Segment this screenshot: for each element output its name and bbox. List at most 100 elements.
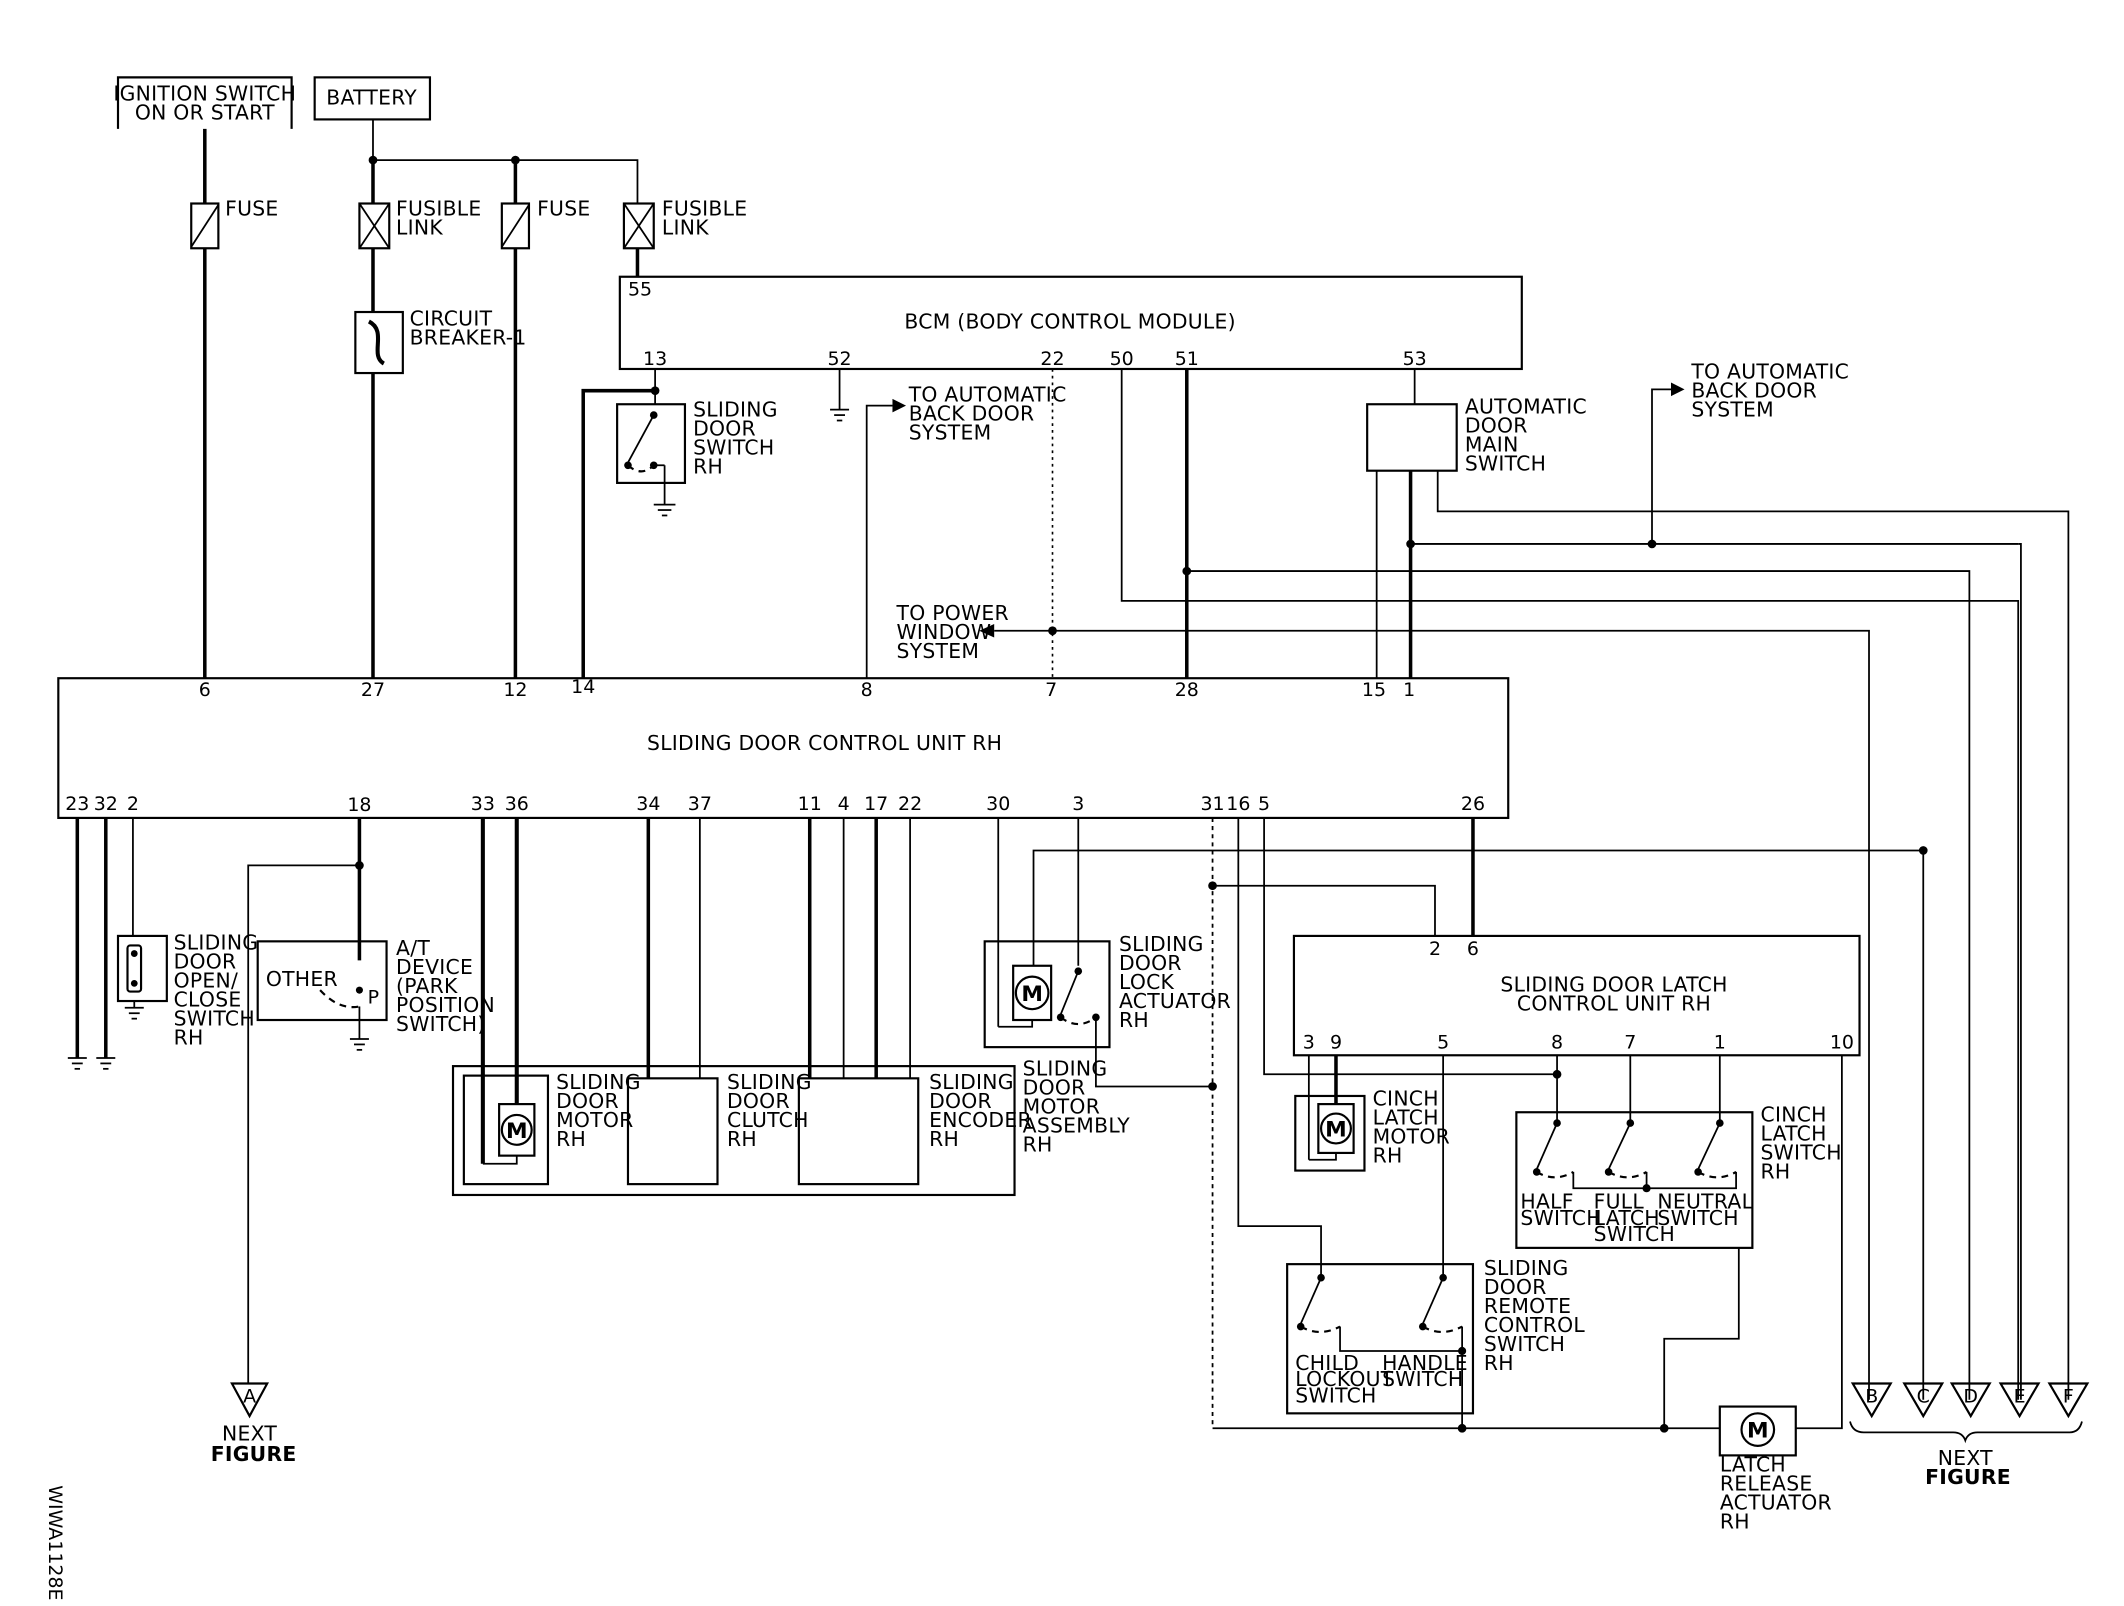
handle-label-2: SWITCH (1382, 1367, 1463, 1391)
lra-label-1: LATCH (1720, 1453, 1786, 1477)
ma-label-3: MOTOR (1023, 1095, 1100, 1119)
connector-a-label: A (243, 1385, 256, 1407)
tpw-label-1: TO POWER (896, 601, 1009, 625)
connector-b-label: B (1865, 1385, 1878, 1407)
fuse-2-label: FUSE (537, 197, 590, 221)
at-label-3: (PARK (396, 974, 458, 998)
cu-pin-3: 3 (1072, 793, 1084, 815)
dm-label-4: RH (556, 1127, 586, 1151)
cu-pin-14: 14 (571, 676, 595, 698)
latch-release-actuator: M LATCH RELEASE ACTUATOR RH (1718, 1405, 1832, 1534)
ocs-label-2: DOOR (174, 949, 237, 973)
cu-pin-36: 36 (505, 793, 529, 815)
bcm-52-ground (830, 368, 850, 422)
connector-f-label: F (2063, 1385, 2074, 1407)
half-label-2: SWITCH (1520, 1206, 1601, 1230)
latch-control-unit: SLIDING DOOR LATCH CONTROL UNIT RH 2 6 3… (1292, 934, 1861, 1057)
fusible-link-1: FUSIBLE LINK (358, 160, 481, 313)
wire-bcm50 (1120, 368, 2020, 1400)
cu-pin-28: 28 (1175, 679, 1199, 701)
ma-label-2: DOOR (1023, 1076, 1086, 1100)
cu-pin-11: 11 (798, 793, 822, 815)
at-label-2: DEVICE (396, 955, 473, 979)
tabd1-label-3: SYSTEM (909, 421, 992, 445)
cu-grounds (67, 817, 116, 1070)
la-label-3: LOCK (1119, 970, 1175, 994)
auto-door-main-switch: AUTOMATIC DOOR MAIN SWITCH (1366, 368, 1587, 476)
ma-label-1: SLIDING (1023, 1057, 1108, 1081)
neutral-label-2: SWITCH (1657, 1206, 1738, 1230)
dc-label-2: DOOR (727, 1089, 790, 1113)
circuit-breaker-label-2: BREAKER-1 (410, 326, 527, 350)
cu-pin-16: 16 (1226, 793, 1250, 815)
cu-pin-17: 17 (864, 793, 888, 815)
cu-pin-1: 1 (1403, 679, 1415, 701)
cu-pin-22: 22 (898, 793, 922, 815)
tabd2-label-3: SYSTEM (1691, 397, 1774, 421)
cinch-latch-switch: CINCH LATCH SWITCH RH HALF SWITCH FULL L… (1515, 1055, 1842, 1433)
bcm-box: BCM (BODY CONTROL MODULE) 55 13 52 22 50… (618, 275, 1523, 371)
bcm-label: BCM (BODY CONTROL MODULE) (904, 309, 1235, 333)
lra-label-3: ACTUATOR (1720, 1491, 1832, 1515)
sds-label-3: SWITCH (693, 435, 774, 459)
cu-pin-34: 34 (636, 793, 660, 815)
lcu-pin-10: 10 (1830, 1031, 1854, 1053)
rcs-label-2: DOOR (1484, 1275, 1547, 1299)
cu-pin-23: 23 (65, 793, 89, 815)
bcm-pin-22: 22 (1040, 348, 1064, 370)
dm-label-3: MOTOR (556, 1108, 633, 1132)
ocs-label-1: SLIDING (174, 930, 259, 954)
lcu-pin-3: 3 (1303, 1031, 1315, 1053)
lcu-pin-5: 5 (1437, 1031, 1449, 1053)
battery: BATTERY (313, 76, 432, 121)
child-label-2: LOCKOUT (1295, 1367, 1394, 1391)
admsw-label-3: MAIN (1465, 433, 1519, 457)
la-label-2: DOOR (1119, 951, 1182, 975)
ma-label-4: ASSEMBLY (1023, 1114, 1131, 1138)
cu-pin-32: 32 (94, 793, 118, 815)
tabd2-label-1: TO AUTOMATIC (1690, 359, 1849, 383)
at-label-4: POSITION (396, 993, 495, 1017)
cu-pin-8: 8 (861, 679, 873, 701)
fusible-1-label-2: LINK (396, 216, 443, 240)
de-label-3: ENCODER (929, 1108, 1032, 1132)
wire-bcm51-d (1186, 570, 1971, 1400)
bcm-pin-55: 55 (628, 279, 652, 301)
fuse-2: FUSE (500, 160, 590, 679)
connectors-bf: B C D E F NEXT FIGURE (1849, 1382, 2090, 1489)
ocs-label-5: SWITCH (174, 1006, 255, 1030)
admsw-label-2: DOOR (1465, 414, 1528, 438)
lcu-label-1: SLIDING DOOR LATCH (1500, 973, 1727, 997)
lcu-pin-7: 7 (1624, 1031, 1636, 1053)
cu-pin-15: 15 (1362, 679, 1386, 701)
ocs-label-6: RH (174, 1025, 204, 1049)
tabd1-label-2: BACK DOOR (909, 402, 1035, 426)
de-label-2: DOOR (929, 1089, 992, 1113)
cu-pin-12: 12 (503, 679, 527, 701)
de-label-1: SLIDING (929, 1070, 1014, 1094)
dm-label-2: DOOR (556, 1089, 619, 1113)
cu16-wire (1237, 817, 1322, 1278)
full-label-1: FULL (1594, 1190, 1645, 1214)
rcs-label-4: CONTROL (1484, 1313, 1586, 1337)
fusible-link-2: FUSIBLE LINK (622, 197, 747, 277)
dc-label-1: SLIDING (727, 1070, 812, 1094)
lra-label-4: RH (1720, 1510, 1750, 1534)
open-close-switch: SLIDING DOOR OPEN/ CLOSE SWITCH RH (116, 817, 259, 1049)
lcu-label-2: CONTROL UNIT RH (1517, 992, 1711, 1016)
tabd2-label-2: BACK DOOR (1691, 378, 1817, 402)
connector-a: A NEXT FIGURE (211, 1382, 296, 1466)
latch-release-m: M (1747, 1419, 1769, 1444)
cu-pin-26: 26 (1461, 793, 1485, 815)
lcu-pin-8: 8 (1551, 1031, 1563, 1053)
fusible-2-label-1: FUSIBLE (662, 197, 747, 221)
ignition-label-1: IGNITION SWITCH (113, 81, 296, 105)
cinch-motor-m: M (1325, 1118, 1347, 1143)
cu-pin-4: 4 (838, 793, 850, 815)
connector-d-label: D (1963, 1385, 1978, 1407)
cu5-wire (1263, 817, 1558, 1076)
child-label-3: SWITCH (1295, 1383, 1376, 1407)
ignition-label-2: ON OR START (135, 100, 275, 124)
full-label-3: SWITCH (1594, 1222, 1675, 1246)
